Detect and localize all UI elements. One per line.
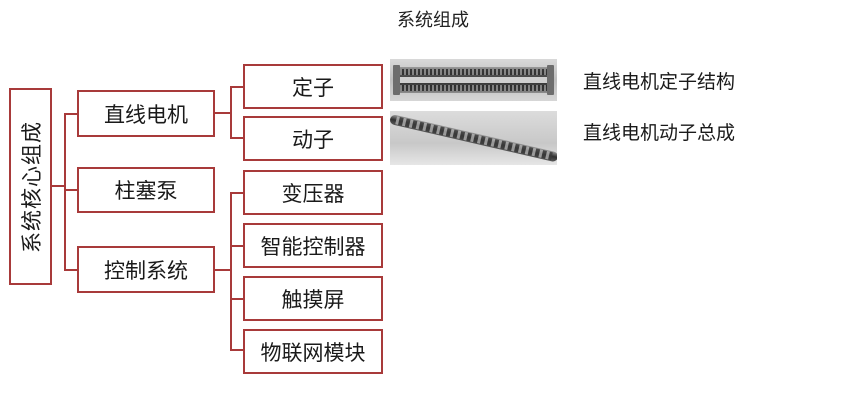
node-mover-label: 动子 [292,127,334,152]
node-plunger-pump-label: 柱塞泵 [114,179,178,203]
connector-control-trunk [230,192,232,351]
stator-caption: 直线电机定子结构 [583,71,736,93]
node-transformer: 变压器 [243,170,383,215]
node-touchscreen: 触摸屏 [243,276,383,321]
connector-to-transformer [230,192,244,194]
connector-to-pump [64,189,78,191]
node-stator-label: 定子 [292,75,334,100]
connector-to-iot [230,349,244,351]
stator-illustration [393,65,554,95]
connector-control-stub [214,269,232,271]
root-node-label: 系统核心组成 [19,120,44,253]
node-control-system: 控制系统 [77,246,215,293]
node-linear-motor-label: 直线电机 [104,102,188,127]
node-iot-module-label: 物联网模块 [260,340,366,365]
node-control-system-label: 控制系统 [104,258,188,283]
node-smart-controller-label: 智能控制器 [260,234,366,259]
connector-to-stator [230,86,244,88]
diagram-title: 系统组成 [397,10,469,31]
connector-motor-stub [214,112,232,114]
connector-motor-trunk [230,86,232,139]
connector-to-controller [230,245,244,247]
connector-to-mover [230,137,244,139]
connector-to-motor [64,113,78,115]
stator-image [390,59,557,101]
mover-caption: 直线电机动子总成 [583,122,736,144]
mover-image [390,111,558,165]
mover-illustration [390,115,558,162]
node-transformer-label: 变压器 [281,181,345,206]
node-iot-module: 物联网模块 [243,329,383,374]
connector-to-control [64,269,78,271]
node-stator: 定子 [243,64,383,109]
connector-root-trunk [64,113,66,270]
node-plunger-pump: 柱塞泵 [77,167,215,213]
connector-to-touchscreen [230,298,244,300]
node-linear-motor: 直线电机 [77,90,215,137]
connector-root-stub [52,185,66,187]
node-touchscreen-label: 触摸屏 [281,287,345,312]
node-smart-controller: 智能控制器 [243,223,383,268]
node-mover: 动子 [243,116,383,161]
root-node: 系统核心组成 [9,88,52,285]
